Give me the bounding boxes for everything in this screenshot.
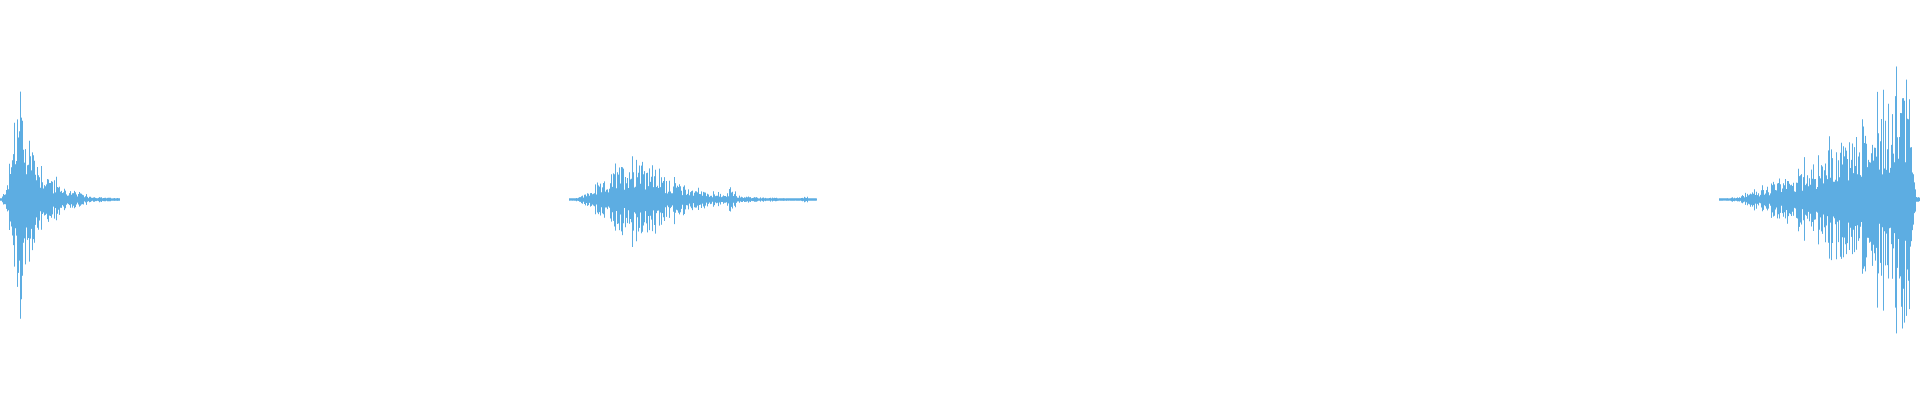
waveform-path	[0, 66, 1920, 334]
waveform-trace	[0, 66, 1920, 334]
